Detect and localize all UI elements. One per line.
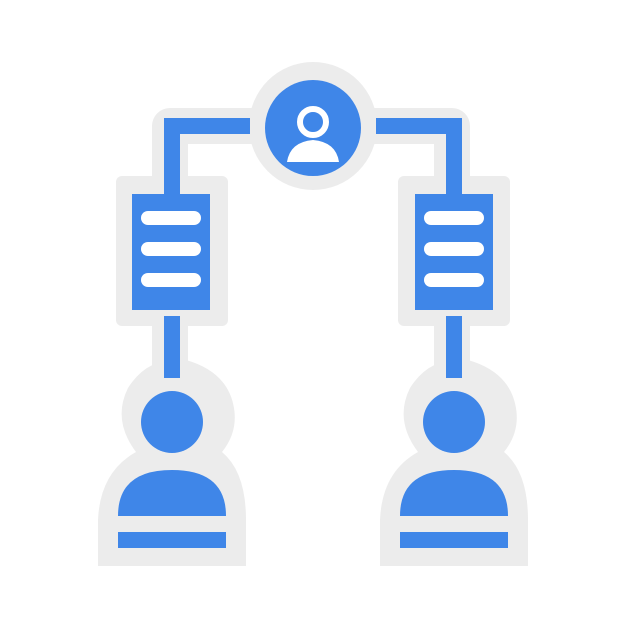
top-avatar-body: [287, 140, 339, 162]
right-person-head: [423, 391, 485, 453]
right-server-line-2: [424, 242, 484, 256]
left-person-body: [118, 470, 226, 516]
icon-fill: [118, 80, 508, 548]
right-person-base: [400, 532, 508, 548]
top-right-connector: [376, 118, 462, 196]
right-server-line-1: [424, 211, 484, 225]
left-person-base: [118, 532, 226, 548]
left-server-line-1: [141, 211, 201, 225]
top-avatar-head-dot: [306, 115, 320, 129]
left-server-line-2: [141, 242, 201, 256]
top-left-connector: [164, 118, 250, 196]
right-server-line-3: [424, 273, 484, 287]
left-server-line-3: [141, 273, 201, 287]
right-person-body: [400, 470, 508, 516]
left-person-head: [141, 391, 203, 453]
